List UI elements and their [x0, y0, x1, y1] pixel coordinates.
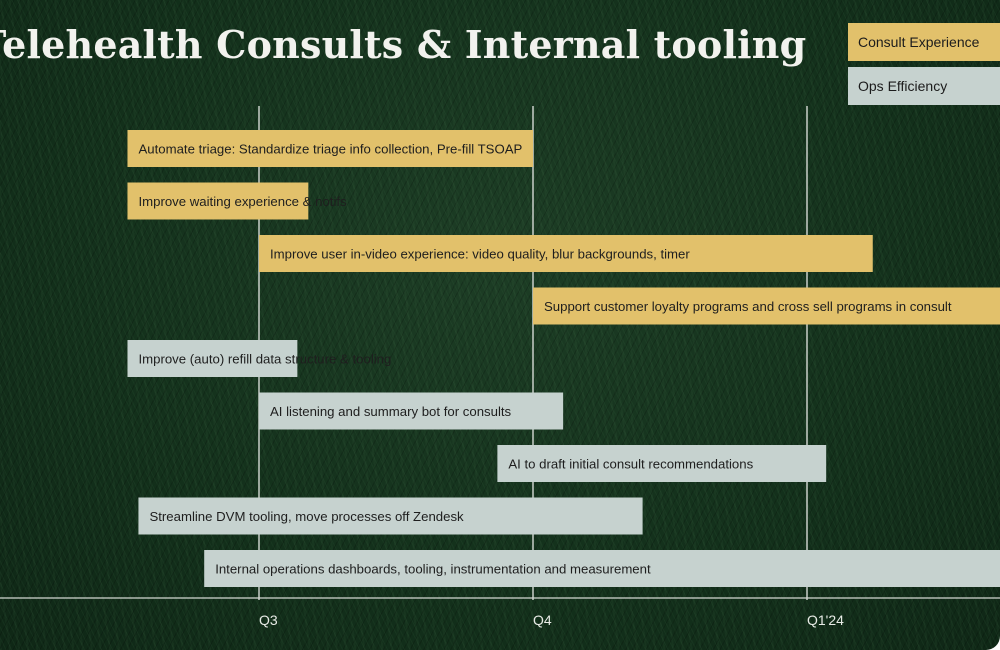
task-label: Improve user in-video experience: video …	[270, 247, 690, 262]
legend-swatch	[848, 67, 1000, 105]
legend-label: Ops Efficiency	[858, 78, 948, 94]
task-bar	[259, 392, 564, 430]
x-tick-label: Q1'24	[807, 612, 844, 628]
task-label: Internal operations dashboards, tooling,…	[215, 562, 651, 577]
task-bar	[533, 287, 1000, 325]
legend-ops-efficiency: Ops Efficiency	[848, 67, 1000, 105]
task-label: Automate triage: Standardize triage info…	[138, 142, 522, 157]
x-tick-label: Q4	[533, 612, 552, 628]
task-label: Streamline DVM tooling, move processes o…	[149, 509, 464, 524]
task-label: AI to draft initial consult recommendati…	[508, 457, 753, 472]
legend-consult-experience: Consult Experience	[848, 23, 1000, 61]
task-bar	[259, 235, 873, 272]
x-tick-label: Q3	[259, 612, 278, 628]
task-label: Improve waiting experience & notifs	[138, 194, 347, 209]
task-label: Improve (auto) refill data structure & t…	[138, 352, 391, 367]
task-label: Support customer loyalty programs and cr…	[544, 299, 952, 314]
task-bar	[127, 182, 309, 220]
task-bar	[127, 130, 533, 167]
chart-title: Telehealth Consults & Internal tooling	[0, 22, 807, 67]
task-bar	[138, 497, 643, 535]
task-bar	[127, 340, 298, 377]
legend-swatch	[848, 23, 1000, 61]
legend-label: Consult Experience	[858, 34, 980, 50]
task-label: AI listening and summary bot for consult…	[270, 404, 512, 419]
task-bar	[204, 550, 1000, 587]
task-bar	[497, 445, 827, 482]
